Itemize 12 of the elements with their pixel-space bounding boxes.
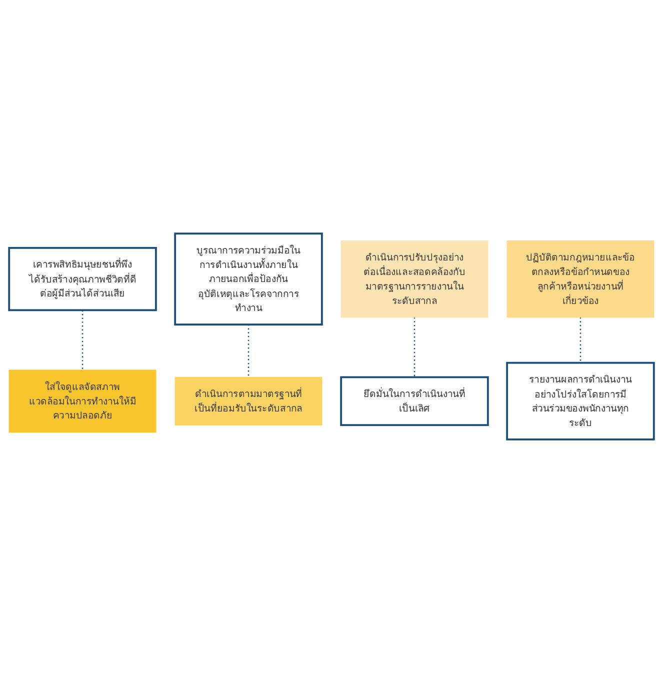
node-box: ดำเนินการตามมาตรฐานที่เป็นที่ยอมรับในระดับสากล xyxy=(174,376,322,426)
node-box: บูรณาการความร่วมมือในการดำเนินงานทั้งภายในภายนอกเพื่อป้องกันอุบัติเหตุและโรคจากการทำงาน xyxy=(174,232,323,326)
node-box: เคารพสิทธิมนุษยชนที่พึงได้รับสร้างคุณภาพชีวิตที่ดีต่อผู้มีส่วนได้ส่วนเสีย xyxy=(8,246,157,312)
node-box: ใส่ใจดูแลจัดสภาพแวดล้อมในการทำงานให้มีความปลอดภัย xyxy=(8,370,156,433)
node-box: ปฏิบัติตามกฎหมายและข้อตกลงหรือข้อกำหนดของลูกค้าหรือหน่วยงานที่เกี่ยวข้อง xyxy=(506,240,654,318)
connector xyxy=(82,310,84,370)
connector xyxy=(248,324,250,378)
connector xyxy=(580,317,582,363)
connector xyxy=(414,317,416,378)
node-box: รายงานผลการดำเนินงานอย่างโปร่งใสโดยการมีส่วนร่วมของพนักงานทุกระดับ xyxy=(506,362,655,440)
node-box: ดำเนินการปรับปรุงอย่างต่อเนื่องและสอดคล้องกับมาตรฐานการรายงานในระดับสากล xyxy=(340,240,488,318)
node-box: ยึดมั่นในการดำเนินงานที่เป็นเลิศ xyxy=(340,376,489,426)
